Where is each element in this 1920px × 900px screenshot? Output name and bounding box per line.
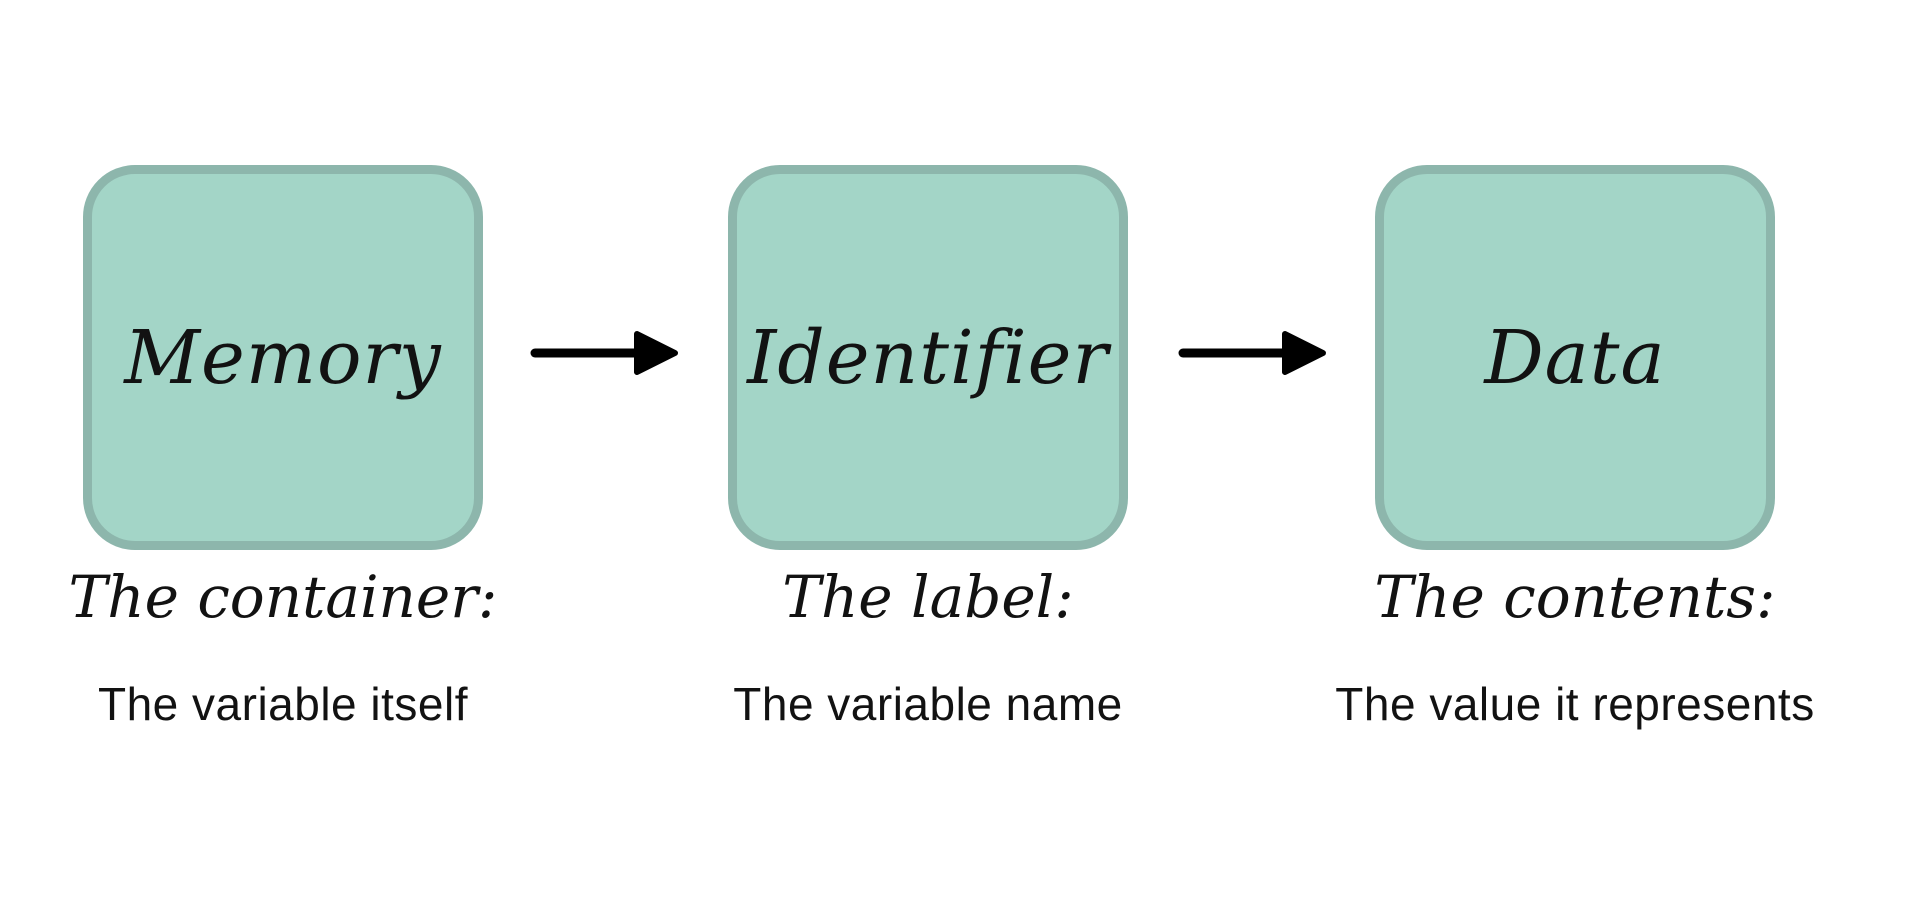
node-data: Data The contents: The value it represen… xyxy=(1335,165,1814,730)
data-box: Data xyxy=(1375,165,1775,550)
arrow-right-icon xyxy=(1178,331,1326,375)
memory-box: Memory xyxy=(83,165,483,550)
data-caption-script: The contents: xyxy=(1374,563,1776,631)
node-identifier: Identifier The label: The variable name xyxy=(728,165,1128,730)
memory-caption-script: The container: xyxy=(68,563,498,631)
identifier-caption-plain: The variable name xyxy=(733,678,1123,730)
memory-box-label: Memory xyxy=(124,314,442,401)
node-memory: Memory The container: The variable itsel… xyxy=(69,165,497,730)
data-box-label: Data xyxy=(1484,314,1666,401)
data-caption-plain: The value it represents xyxy=(1335,678,1815,730)
identifier-box-label: Identifier xyxy=(747,314,1109,401)
identifier-box: Identifier xyxy=(728,165,1128,550)
identifier-caption-script: The label: xyxy=(782,563,1074,631)
arrow-right-icon xyxy=(530,331,678,375)
memory-caption-plain: The variable itself xyxy=(98,678,468,730)
